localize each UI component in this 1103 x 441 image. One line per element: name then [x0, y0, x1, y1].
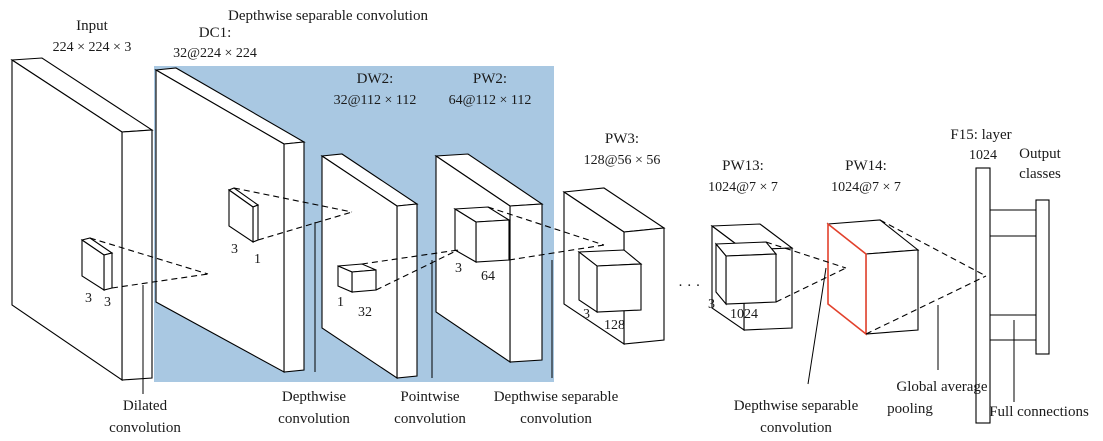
gap-label-2: pooling	[887, 401, 933, 417]
dw2-kernel-h: 1	[337, 295, 344, 310]
diagram-title: Depthwise separable convolution	[228, 8, 428, 24]
depthwise-conv-label-1: Depthwise	[282, 389, 346, 405]
dilated-conv-label-1: Dilated	[123, 398, 168, 414]
dilated-conv-label-2: convolution	[109, 420, 181, 436]
pw3-kernel-cube	[577, 249, 643, 314]
dc1-block	[154, 67, 306, 373]
pw3-kernel-h: 3	[583, 307, 590, 322]
f15-bar	[975, 167, 991, 424]
input-kernel-w: 3	[85, 291, 92, 306]
dsc-label-1a: Depthwise separable	[494, 389, 619, 405]
dw2-kernel-cube	[337, 263, 377, 293]
pw13-kernel-cube	[714, 241, 778, 306]
pw2-kernel-h: 3	[455, 261, 462, 276]
pw13-kernel-d: 1024	[730, 307, 758, 322]
dc1-dims: 32@224 × 224	[173, 46, 257, 61]
pw14-block	[826, 219, 920, 336]
gap-label-1: Global average	[896, 379, 988, 395]
pw3-kernel-d: 128	[604, 318, 625, 333]
pw2-kernel-cube	[453, 206, 511, 263]
pw3-label: PW3:	[605, 131, 639, 147]
pw2-kernel-d: 64	[481, 269, 495, 284]
full-connections-label: Full connections	[989, 404, 1089, 420]
output-bar	[1035, 199, 1050, 355]
f15-dims: 1024	[969, 148, 997, 163]
input-block	[10, 57, 154, 382]
full-connection-lines	[990, 209, 1036, 341]
pw2-dims: 64@112 × 112	[449, 93, 532, 108]
annotation-pointers	[142, 222, 1015, 402]
dw2-label: DW2:	[357, 71, 394, 87]
pw13-label: PW13:	[722, 158, 764, 174]
dw2-kernel-d: 32	[358, 305, 372, 320]
dc1-label: DC1:	[199, 25, 232, 41]
pointwise-conv-label-1: Pointwise	[400, 389, 460, 405]
dc1-kernel-cube	[227, 187, 260, 244]
pw14-dims: 1024@7 × 7	[831, 180, 901, 195]
projection-lines	[89, 187, 987, 335]
pw2-label: PW2:	[473, 71, 507, 87]
pointwise-conv-label-2: convolution	[394, 411, 466, 427]
dsc-label-2a: Depthwise separable	[734, 398, 859, 414]
f15-label: F15: layer	[950, 127, 1011, 143]
dsc-label-2b: convolution	[760, 420, 832, 436]
dsc-label-1b: convolution	[520, 411, 592, 427]
output-label: Output	[1019, 146, 1062, 162]
pw14-label: PW14:	[845, 158, 887, 174]
dc1-kernel-d: 1	[254, 252, 261, 267]
dc1-kernel-h: 3	[231, 242, 238, 257]
input-kernel-h: 3	[104, 295, 111, 310]
pw3-dims: 128@56 × 56	[584, 153, 661, 168]
pw13-dims: 1024@7 × 7	[708, 180, 778, 195]
output-dims: classes	[1019, 166, 1061, 182]
layers-ellipsis: · · ·	[678, 278, 701, 294]
pw13-kernel-h: 3	[708, 297, 715, 312]
dw2-dims: 32@112 × 112	[334, 93, 417, 108]
depthwise-conv-label-2: convolution	[278, 411, 350, 427]
input-dims: 224 × 224 × 3	[53, 40, 132, 55]
input-label: Input	[76, 18, 108, 34]
